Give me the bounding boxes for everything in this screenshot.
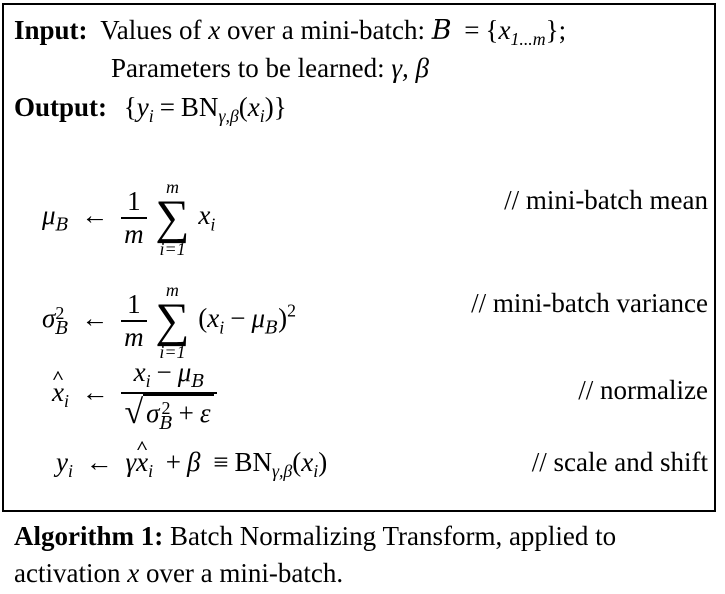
scale-shift-equation: yi ← γxi +β ≡BNγ,β(xi) [56,447,328,482]
ss-bn-sub: γ,β [271,461,293,482]
ss-bn: BN [234,447,272,477]
norm-num-x: x [133,357,146,387]
output-bn: BN [180,92,219,122]
norm-num-x-sub: i [145,371,151,392]
input-set-sub: 1...m [510,29,546,50]
comment-variance: // mini-batch variance [471,288,708,318]
var-frac-den: m [121,320,147,353]
caption-label: Algorithm 1: [14,521,164,551]
var-square: 2 [287,300,297,321]
mean-frac-den: m [121,217,147,250]
input-label: Input: [14,15,88,45]
comment-scale-shift: // scale and shift [531,447,708,477]
caption-text2: over a mini-batch. [145,558,344,588]
output-x: x [247,92,260,122]
ss-beta: β [187,447,201,477]
ss-xhat: x [136,447,149,477]
mean-sum-upper: m [166,177,180,197]
input-text2: over a mini-batch: [227,15,425,45]
algorithm-box: Input: Values of x over a mini-batch: B … [2,3,716,512]
step-scale-shift: yi ← γxi +β ≡BNγ,β(xi) // scale and shif… [4,445,714,485]
comment-mean: // mini-batch mean [504,185,708,215]
comment-normalize: // normalize [578,375,708,405]
ss-x-sub: i [313,461,319,482]
ss-gamma: γ [125,447,137,477]
input-set-name: B [431,15,452,46]
norm-num-mu: μ [177,357,192,387]
var-x: x [207,303,220,334]
norm-num-mu-sub: B [191,371,205,393]
var-sup: 2 [55,302,65,323]
algorithm-caption: Algorithm 1: Batch Normalizing Transform… [14,518,714,592]
var-mu-sub: B [265,317,279,339]
mean-sum-lower: i=1 [159,239,186,259]
input-set-elem: x [498,15,511,45]
mean-x: x [198,200,211,231]
norm-xhat-sub: i [63,391,69,412]
var-sum-upper: m [165,280,179,300]
params-vars: γ, β [391,53,429,83]
var-sub: B [55,318,69,339]
ss-y-sub: i [67,461,73,482]
caption-var: x [127,558,140,588]
mean-sum: m∑i=1 [155,177,190,259]
mean-x-sub: i [210,214,216,235]
output-label: Output: [14,92,108,122]
var-sigma: σ [42,303,56,334]
norm-den-sub: B [159,413,173,435]
norm-den-sup: 2 [161,397,171,418]
output-y: y [136,92,149,122]
var-mu: μ [251,303,266,334]
output-x-sub: i [259,106,265,127]
norm-xhat: x [52,376,64,407]
params-text: Parameters to be learned: [111,53,385,83]
output-y-sub: i [148,106,154,127]
caption-text1: Batch Normalizing Transform, applied to … [14,521,617,588]
ss-x: x [301,447,314,477]
input-line: Input: Values of x over a mini-batch: B … [14,15,567,50]
var-frac-num: 1 [127,289,141,319]
var-x-sub: i [219,317,225,338]
ss-y: y [56,447,68,477]
input-text: Values of [100,15,202,45]
output-line: Output: {yi=BNγ,β(xi)} [14,92,287,127]
var-sum: m∑i=1 [155,280,190,362]
params-line: Parameters to be learned: γ, β [111,55,429,82]
output-bn-sub: γ,β [218,106,239,127]
ss-xhat-sub: i [148,461,154,482]
norm-den-eps: ε [199,398,211,429]
mean-mu-sub: B [55,214,69,236]
var-sum-lower: i=1 [159,342,186,362]
norm-den-sigma: σ [146,398,160,429]
input-var: x [208,15,221,45]
mean-mu: μ [42,200,56,231]
mean-frac-num: 1 [127,186,141,216]
